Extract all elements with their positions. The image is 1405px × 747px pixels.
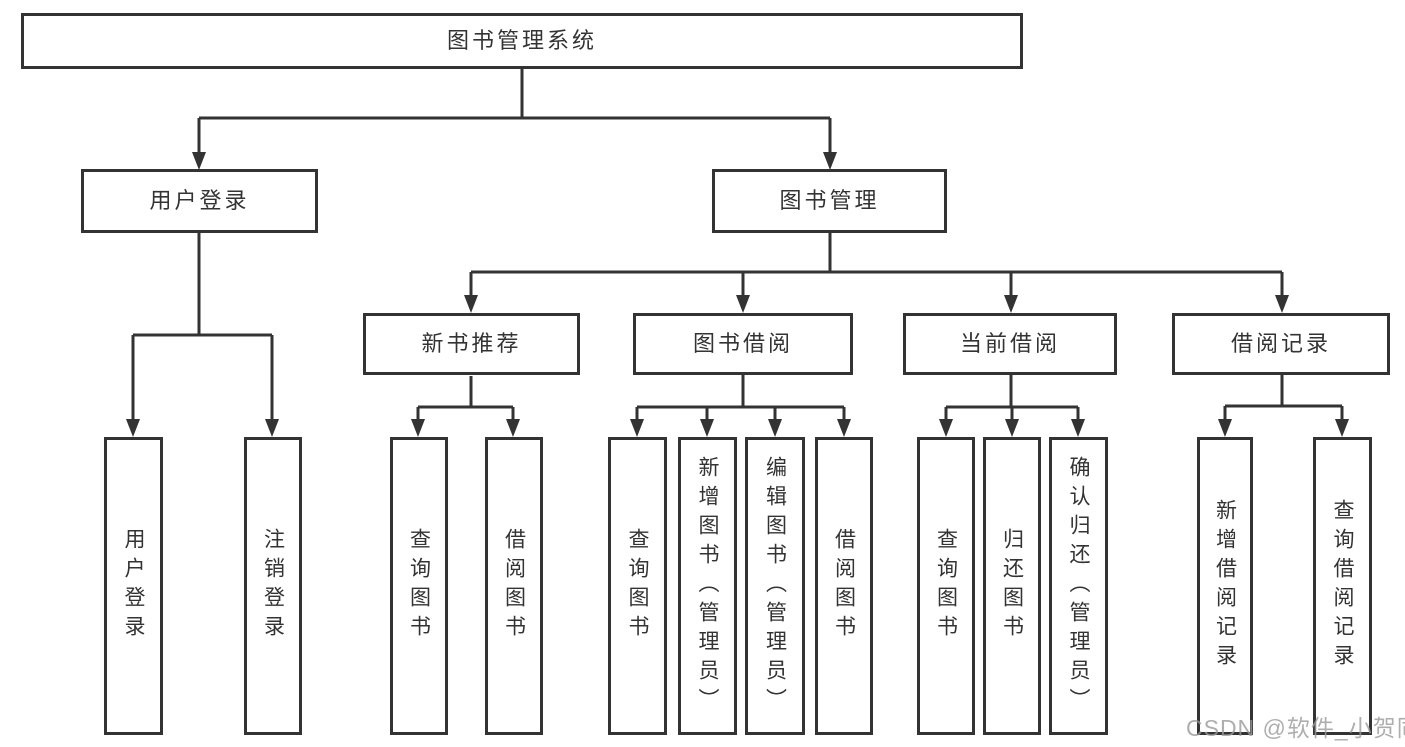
leaf-recommend-query-books: 查询图书 [390, 437, 448, 735]
leaf-add-borrow-record: 新增借阅记录 [1197, 437, 1253, 735]
node-library-system-label: 图书管理系统 [446, 28, 597, 53]
connector-root-to-level2 [197, 69, 832, 155]
arrow-down-icon [464, 295, 478, 313]
node-book-borrow: 图书借阅 [633, 313, 853, 375]
leaf-add-book-admin-label: 新增图书（管理员） [696, 455, 719, 717]
leaf-user-login: 用户登录 [104, 437, 163, 735]
arrow-down-icon [939, 419, 953, 437]
connector-recommend-to-leaves [416, 376, 515, 422]
leaf-return-book: 归还图书 [983, 437, 1041, 735]
node-current-borrow: 当前借阅 [903, 313, 1117, 375]
node-borrow-records: 借阅记录 [1172, 313, 1390, 375]
arrow-down-icon [1005, 419, 1019, 437]
arrow-down-icon [411, 419, 425, 437]
arrow-down-icon [823, 152, 837, 170]
arrow-down-icon [768, 419, 782, 437]
leaf-current-query-books: 查询图书 [917, 437, 975, 735]
leaf-recommend-query-books-label: 查询图书 [407, 528, 431, 644]
leaf-recommend-borrow-books-label: 借阅图书 [502, 528, 526, 644]
node-current-borrow-label: 当前借阅 [959, 331, 1060, 356]
leaf-return-book-label: 归还图书 [1000, 528, 1024, 644]
arrow-down-icon [736, 295, 750, 313]
arrow-down-icon [700, 419, 714, 437]
arrow-down-icon [126, 419, 140, 437]
leaf-confirm-return-admin-label: 确认归还（管理员） [1067, 455, 1090, 717]
leaf-edit-book-admin-label: 编辑图书（管理员） [763, 455, 787, 717]
arrow-down-icon [506, 419, 520, 437]
leaf-user-login-label: 用户登录 [122, 528, 145, 644]
leaf-borrow-books: 借阅图书 [815, 437, 873, 735]
connector-borrow-records-to-leaves [1223, 375, 1344, 422]
connector-book-borrow-to-leaves [635, 375, 846, 422]
leaf-borrow-books-label: 借阅图书 [832, 528, 856, 644]
arrow-down-icon [1335, 419, 1349, 437]
arrow-down-icon [1275, 295, 1289, 313]
leaf-borrow-query-books-label: 查询图书 [626, 528, 649, 644]
node-new-book-recommend-label: 新书推荐 [421, 331, 522, 356]
leaf-logout-label: 注销登录 [261, 528, 285, 644]
connector-current-borrow-to-leaves [944, 375, 1080, 422]
watermark: CSDN @软件_小贺同学 [1186, 715, 1405, 741]
arrow-down-icon [1218, 419, 1232, 437]
arrow-down-icon [837, 419, 851, 437]
node-book-management-label: 图书管理 [779, 188, 880, 213]
node-new-book-recommend: 新书推荐 [363, 313, 580, 375]
leaf-query-borrow-record-label: 查询借阅记录 [1331, 499, 1354, 673]
leaf-add-borrow-record-label: 新增借阅记录 [1213, 499, 1237, 673]
leaf-current-query-books-label: 查询图书 [934, 528, 958, 644]
arrow-down-icon [630, 419, 644, 437]
node-book-borrow-label: 图书借阅 [692, 331, 793, 356]
leaf-edit-book-admin: 编辑图书（管理员） [745, 437, 805, 735]
arrow-down-icon [1071, 419, 1085, 437]
connector-user-login-to-leaves [131, 233, 274, 422]
node-library-system: 图书管理系统 [21, 13, 1023, 69]
arrow-down-icon [1004, 295, 1018, 313]
node-borrow-records-label: 借阅记录 [1230, 331, 1331, 356]
node-user-login-label: 用户登录 [149, 188, 250, 213]
leaf-logout: 注销登录 [244, 437, 302, 735]
leaf-query-borrow-record: 查询借阅记录 [1313, 437, 1372, 735]
leaf-add-book-admin: 新增图书（管理员） [678, 437, 737, 735]
node-book-management: 图书管理 [712, 169, 947, 233]
node-user-login: 用户登录 [81, 169, 318, 233]
leaf-confirm-return-admin: 确认归还（管理员） [1049, 437, 1108, 735]
arrow-down-icon [192, 152, 206, 170]
leaf-borrow-query-books: 查询图书 [608, 437, 667, 735]
connector-book-management-to-level3 [469, 233, 1284, 298]
leaf-recommend-borrow-books: 借阅图书 [485, 437, 543, 735]
arrow-down-icon [265, 419, 279, 437]
